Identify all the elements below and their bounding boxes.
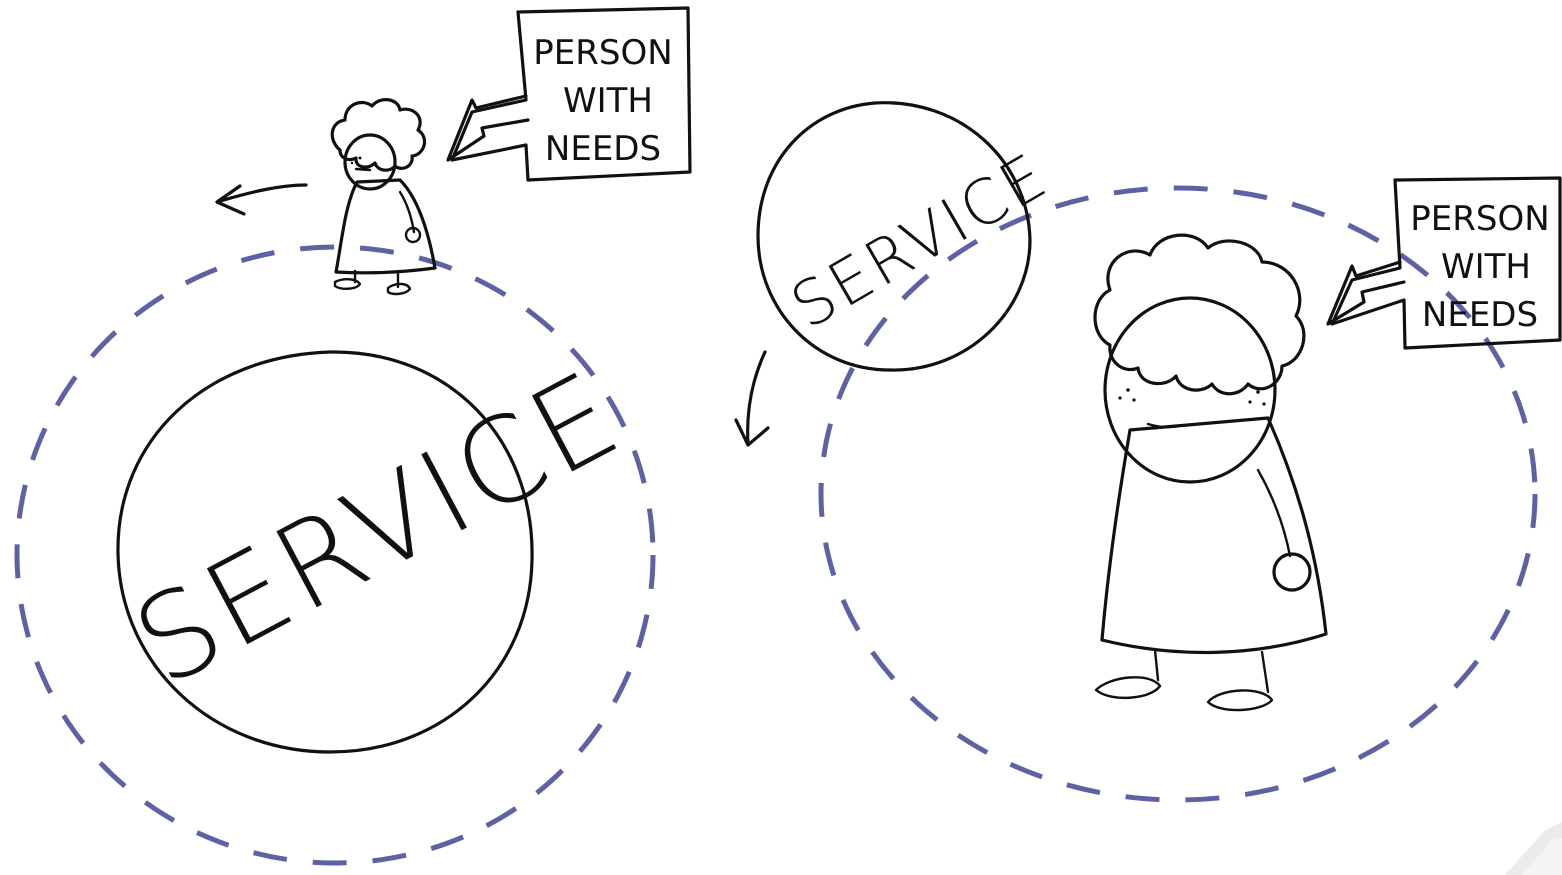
- right-person-hand: [1272, 552, 1312, 592]
- right-callout-line-3: NEEDS: [1422, 295, 1538, 335]
- left-person: [330, 98, 437, 296]
- right-service-circle: [756, 101, 1032, 372]
- left-person-hand: [404, 226, 422, 244]
- left-callout-box: [450, 6, 692, 182]
- right-person: [1093, 233, 1328, 712]
- right-callout-line-2: WITH: [1441, 247, 1531, 287]
- left-person-head: [343, 133, 397, 191]
- arrow-down-curved-icon: [734, 350, 770, 447]
- left-orbit: [14, 244, 656, 866]
- logo-mark-icon: [1505, 822, 1562, 875]
- right-service-label: SERVICE: [779, 139, 1060, 343]
- left-panel: SERVICE PERSON WITH NEEDS: [14, 6, 692, 866]
- right-person-head: [1103, 296, 1277, 484]
- left-callout-line-1: PERSON: [533, 33, 672, 73]
- arrow-left-curved-icon: [215, 183, 308, 216]
- right-callout-line-1: PERSON: [1410, 199, 1549, 239]
- left-callout-arrow: [446, 94, 530, 162]
- left-service-circle: [116, 350, 534, 754]
- left-callout-line-2: WITH: [563, 81, 653, 121]
- right-orbit: [818, 185, 1538, 803]
- left-person-body: [334, 178, 437, 275]
- right-callout-box: [1330, 176, 1562, 350]
- right-person-body: [1100, 416, 1328, 655]
- right-callout-arrow: [1326, 260, 1406, 326]
- right-person-hair: [1093, 233, 1306, 396]
- left-callout: PERSON WITH NEEDS: [446, 6, 692, 182]
- right-panel: SERVICE PERSON WITH: [734, 101, 1562, 803]
- right-callout: PERSON WITH NEEDS: [1326, 176, 1562, 350]
- left-callout-line-3: NEEDS: [545, 129, 661, 169]
- left-person-hair: [330, 98, 427, 172]
